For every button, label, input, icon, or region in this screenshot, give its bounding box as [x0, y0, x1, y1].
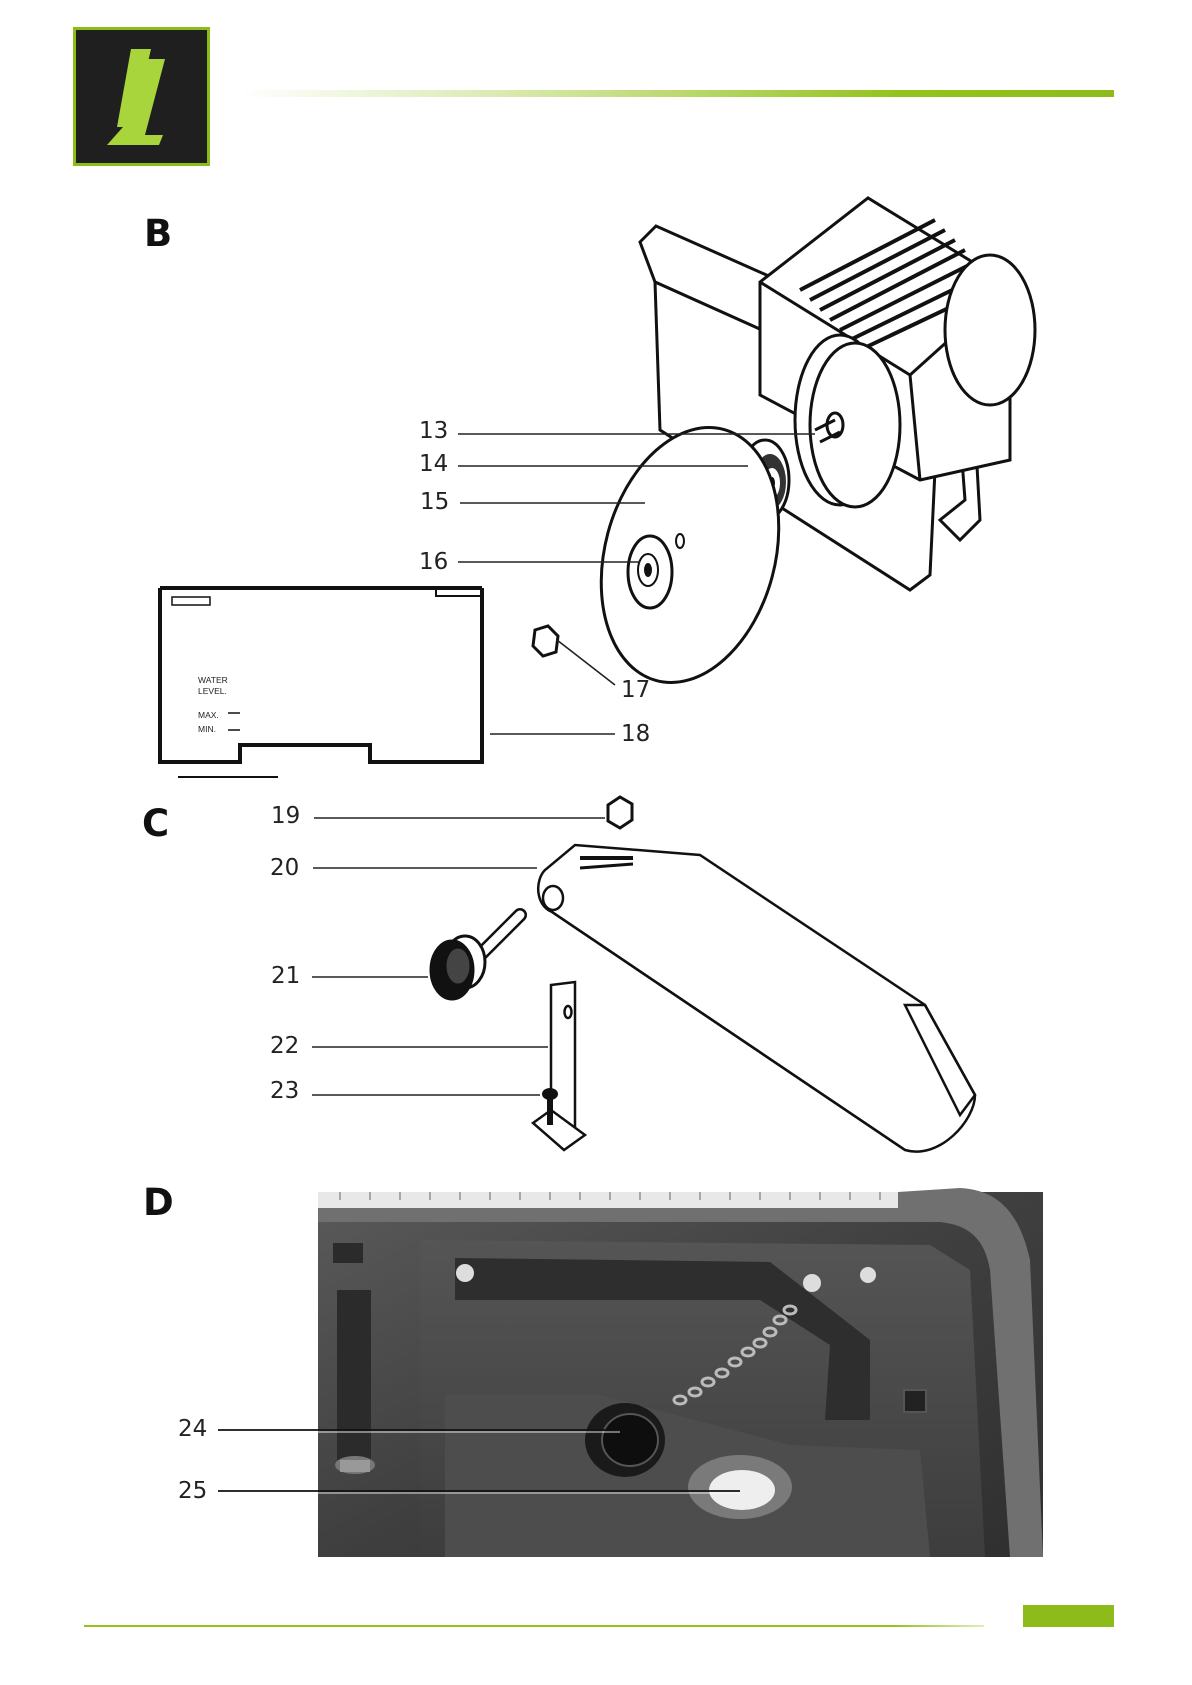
callout-25: 25 — [178, 1480, 207, 1503]
callout-24: 24 — [178, 1418, 207, 1441]
ruler — [318, 1192, 898, 1208]
footer-rule — [84, 1625, 984, 1627]
drain-hole — [688, 1455, 792, 1519]
drain-plug — [585, 1403, 665, 1477]
footer-accent-block — [1023, 1605, 1114, 1627]
